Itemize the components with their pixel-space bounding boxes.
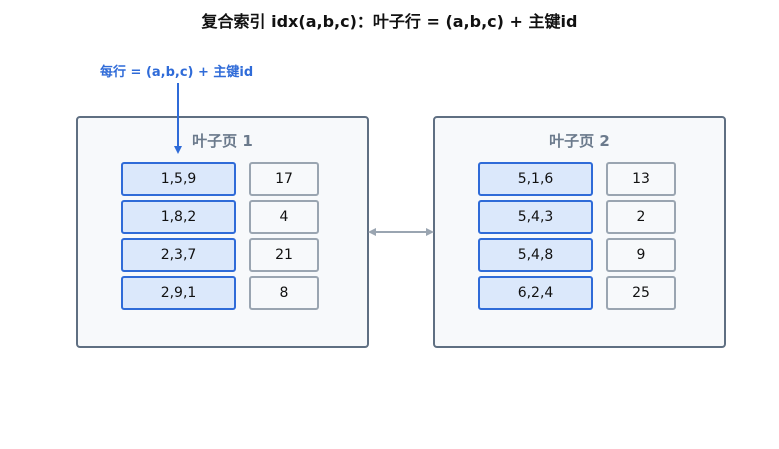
primary-key-cell: 13 [606, 162, 676, 196]
composite-key-cell: 5,1,6 [478, 162, 593, 196]
index-entry: 6,2,4 25 [478, 276, 676, 310]
leaf-page-2: 叶子页 2 5,1,6 13 5,4,3 2 5,4,8 9 6,2,4 25 [433, 116, 726, 348]
leaf-page-rows: 1,5,9 17 1,8,2 4 2,3,7 21 2,9,1 8 [121, 162, 319, 314]
row-format-annotation: 每行 = (a,b,c) + 主键id [100, 65, 254, 80]
leaf-page-title: 叶子页 1 [192, 132, 253, 150]
index-entry: 1,8,2 4 [121, 200, 319, 234]
primary-key-cell: 17 [249, 162, 319, 196]
leaf-page-rows: 5,1,6 13 5,4,3 2 5,4,8 9 6,2,4 25 [478, 162, 676, 314]
index-entry: 2,3,7 21 [121, 238, 319, 272]
index-entry: 5,4,3 2 [478, 200, 676, 234]
index-entry: 2,9,1 8 [121, 276, 319, 310]
composite-key-cell: 5,4,8 [478, 238, 593, 272]
composite-key-cell: 6,2,4 [478, 276, 593, 310]
primary-key-cell: 25 [606, 276, 676, 310]
composite-key-cell: 2,3,7 [121, 238, 236, 272]
primary-key-cell: 8 [249, 276, 319, 310]
primary-key-cell: 9 [606, 238, 676, 272]
diagram-title: 复合索引 idx(a,b,c)：叶子行 = (a,b,c) + 主键id [201, 12, 578, 31]
index-entry: 1,5,9 17 [121, 162, 319, 196]
leaf-page-title: 叶子页 2 [549, 132, 610, 150]
composite-key-cell: 1,5,9 [121, 162, 236, 196]
index-entry: 5,1,6 13 [478, 162, 676, 196]
composite-key-cell: 5,4,3 [478, 200, 593, 234]
primary-key-cell: 4 [249, 200, 319, 234]
index-entry: 5,4,8 9 [478, 238, 676, 272]
primary-key-cell: 2 [606, 200, 676, 234]
primary-key-cell: 21 [249, 238, 319, 272]
composite-key-cell: 1,8,2 [121, 200, 236, 234]
composite-key-cell: 2,9,1 [121, 276, 236, 310]
leaf-page-1: 叶子页 1 1,5,9 17 1,8,2 4 2,3,7 21 2,9,1 8 [76, 116, 369, 348]
